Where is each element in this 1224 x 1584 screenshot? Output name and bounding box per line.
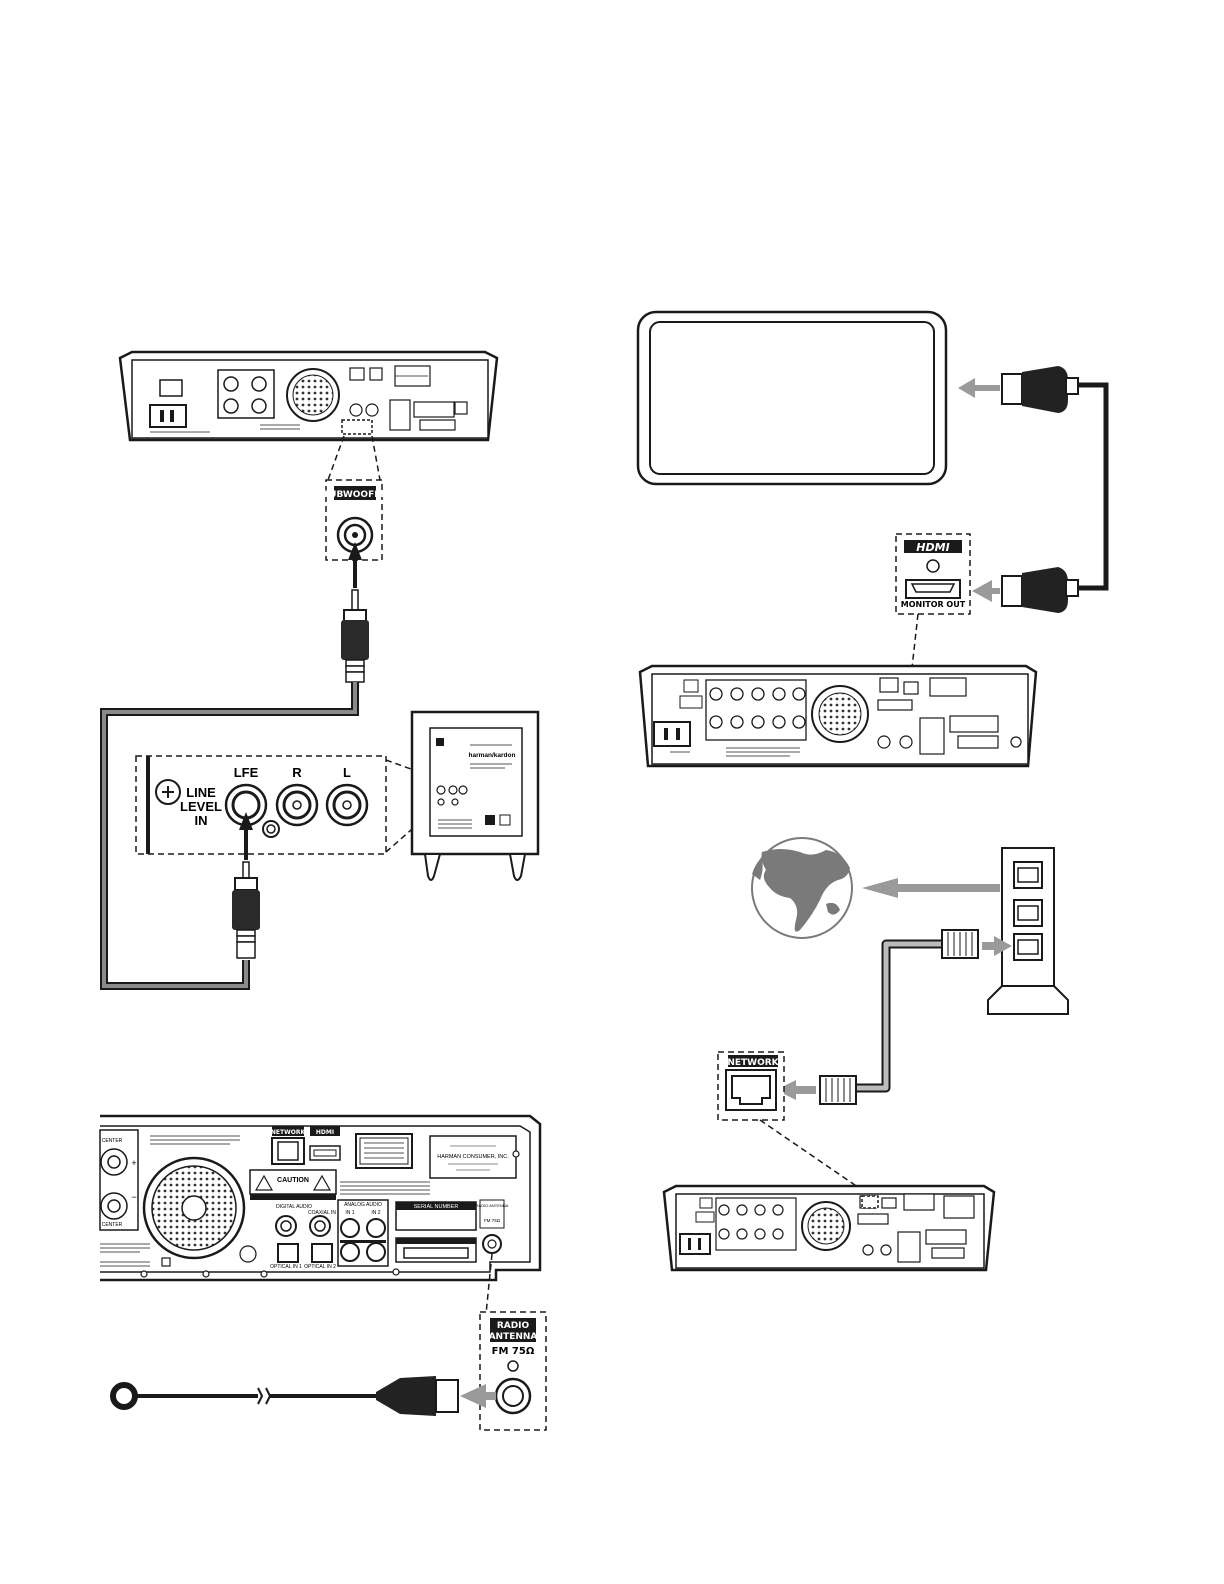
closeup-network-label: NETWORK	[271, 1129, 306, 1136]
rca-plug-top	[341, 590, 369, 682]
subwoofer-label: SUBWOOFER	[323, 490, 388, 500]
radio-antenna-callout: RADIO ANTENNA FM 75Ω	[480, 1312, 546, 1430]
center-label-2: CENTER	[102, 1222, 123, 1228]
rca-plug-bottom	[232, 862, 260, 958]
closeup-hdmi-label: HDMI	[316, 1129, 334, 1136]
fm-antenna-wire	[113, 1376, 458, 1416]
radio-label: RADIO	[497, 1321, 530, 1331]
internet-globe-icon	[752, 838, 852, 938]
ethernet-plug-top	[942, 930, 978, 958]
line-level-label-2: LEVEL	[180, 799, 222, 814]
subwoofer-cabinet: harman/kardon	[412, 712, 538, 880]
lfe-label: LFE	[234, 765, 259, 780]
brand-logo: harman/kardon	[469, 752, 516, 759]
caution-label: CAUTION	[277, 1177, 309, 1184]
r-label: R	[292, 765, 302, 780]
line-level-label-3: IN	[195, 813, 208, 828]
arrow-left-icon	[958, 378, 1000, 398]
hdmi-plug-bottom	[1002, 567, 1078, 613]
minus-label: −	[131, 1192, 136, 1202]
digital-audio-label: DIGITAL AUDIO	[276, 1204, 312, 1210]
receiver-rear-panel-3	[664, 1186, 994, 1270]
l-label: L	[343, 765, 351, 780]
in1-label: IN 1	[345, 1210, 354, 1216]
subwoofer-input-panel: LINE LEVEL IN LFE R L	[136, 756, 386, 854]
ethernet-plug-bottom	[820, 1076, 856, 1104]
network-port-callout: NETWORK	[718, 1052, 784, 1120]
optical-in2-label: OPTICAL IN 2	[304, 1264, 336, 1270]
center-label: CENTER	[102, 1138, 123, 1144]
antenna-label: ANTENNA	[489, 1332, 538, 1342]
network-label: NETWORK	[727, 1058, 779, 1068]
receiver-rear-panel-2	[640, 666, 1036, 766]
monitor-out-label: MONITOR OUT	[901, 600, 966, 609]
small-radio-antenna-label: RADIO ANTENNA	[476, 1203, 509, 1208]
l-jack[interactable]	[327, 785, 367, 825]
coaxial-in-label: COAXIAL IN	[308, 1210, 336, 1216]
hdmi-output-callout: HDMI MONITOR OUT	[896, 534, 970, 614]
plus-label: +	[131, 1158, 136, 1168]
hdmi-logo: HDMI	[916, 541, 949, 554]
r-jack[interactable]	[277, 785, 317, 825]
ethernet-cable	[856, 944, 944, 1088]
optical-in1-label: OPTICAL IN 1	[270, 1264, 302, 1270]
hdmi-cable	[1068, 385, 1106, 588]
arrow-left-icon	[862, 878, 1000, 898]
receiver-rear-panel-1	[120, 352, 497, 440]
line-level-label-1: LINE	[186, 785, 216, 800]
hdmi-plug-top	[1002, 366, 1078, 413]
analog-audio-label: ANALOG AUDIO	[344, 1202, 382, 1208]
serial-number-label: SERIAL NUMBER	[414, 1204, 459, 1210]
network-router	[988, 848, 1068, 1014]
tv-display	[638, 312, 946, 484]
fm-75-label: FM 75Ω	[492, 1346, 535, 1357]
company-label: HARMAN CONSUMER, INC.	[437, 1154, 509, 1160]
arrow-left-icon	[972, 580, 1000, 602]
in2-label: IN 2	[371, 1210, 380, 1216]
small-fm-label: FM 75Ω	[484, 1218, 501, 1223]
receiver-closeup-panel: CENTER CENTER + − CAUTION NETWORK HDMI	[100, 1116, 540, 1280]
